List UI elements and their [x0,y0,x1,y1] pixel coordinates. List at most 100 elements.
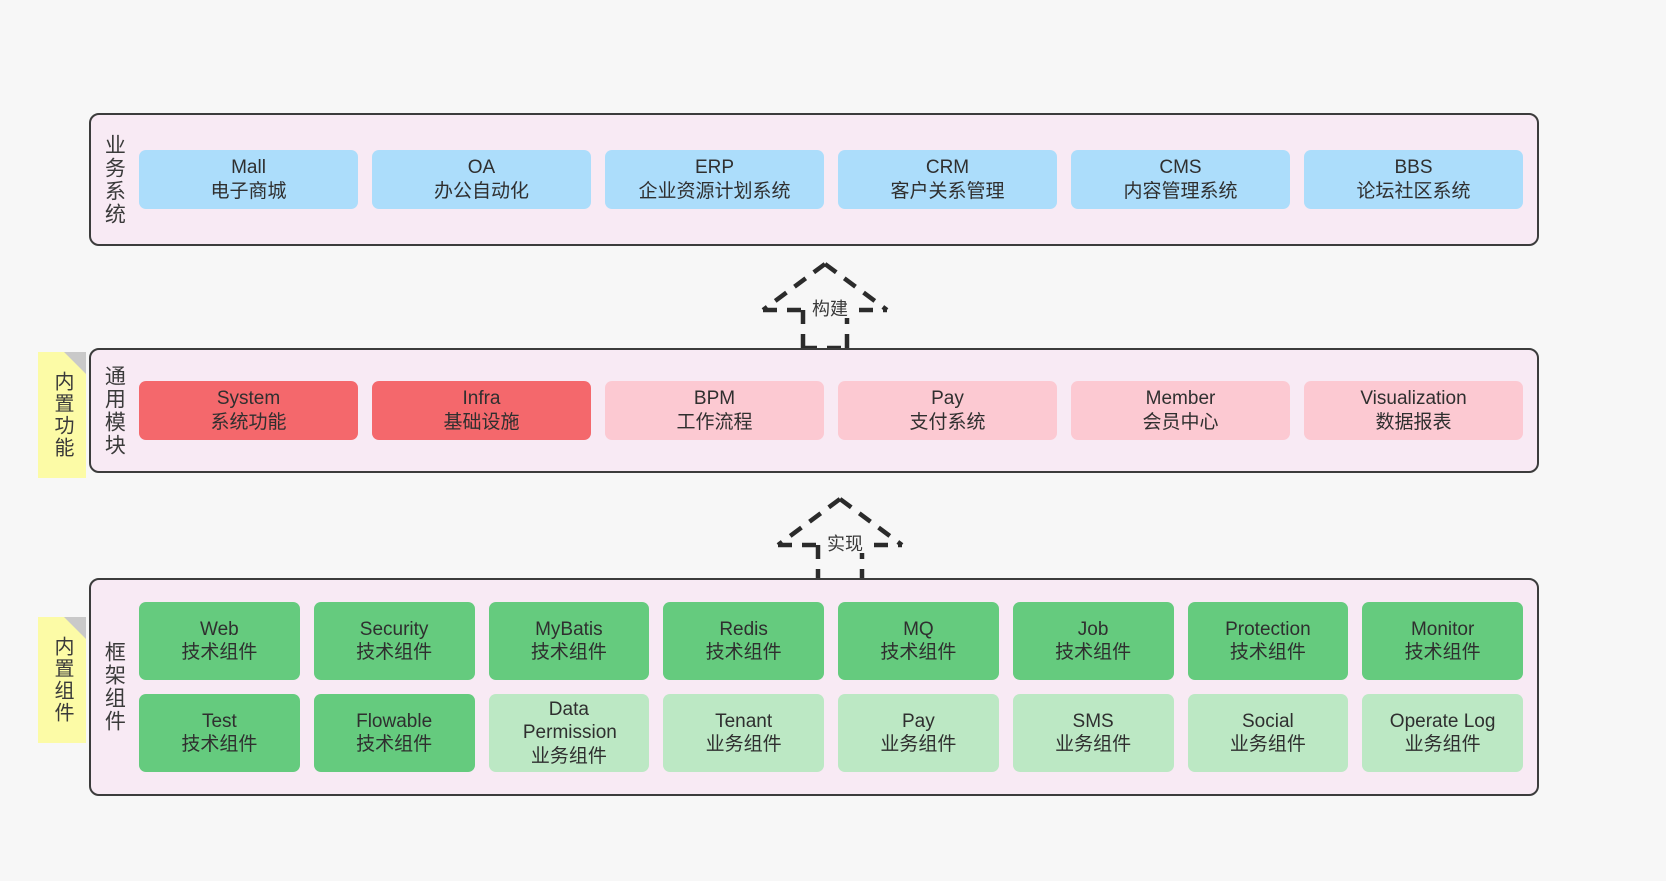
layer-title-common-module: 通用模块 [102,364,126,457]
connector-build: 构建 [755,252,905,352]
card-title: Redis [719,618,768,640]
card-title: Flowable [356,710,433,732]
layer-title-business-system: 业务系统 [102,133,126,226]
card-subtitle: 企业资源计划系统 [638,180,791,202]
layer-title-framework-component: 框架组件 [102,641,126,733]
card-title: System [216,388,281,410]
card-subtitle: 业务组件 [1404,734,1481,755]
card-title: ERP [694,157,735,179]
card-redis[interactable]: Redis 技术组件 [663,602,824,680]
card-subtitle: 技术组件 [1055,642,1132,663]
card-row: System 系统功能 Infra 基础设施 BPM 工作流程 Pay 支付系统… [139,381,1523,440]
card-infra[interactable]: Infra 基础设施 [372,381,591,440]
card-subtitle: 论坛社区系统 [1356,180,1471,202]
card-title: Pay [931,388,964,410]
card-title: Mall [231,157,266,179]
card-erp[interactable]: ERP 企业资源计划系统 [605,150,824,209]
card-subtitle: 业务组件 [705,734,782,755]
sticky-note-builtin-function: 内置功能 [38,352,86,478]
card-subtitle: 工作流程 [676,411,753,433]
card-subtitle: 支付系统 [909,411,986,433]
card-subtitle: 业务组件 [1229,734,1306,755]
card-bpm[interactable]: BPM 工作流程 [605,381,824,440]
card-subtitle: 技术组件 [880,642,957,663]
card-title: Visualization [1360,388,1467,410]
card-title: Job [1077,618,1109,640]
card-sms[interactable]: SMS 业务组件 [1012,694,1174,772]
card-member[interactable]: Member 会员中心 [1071,381,1290,440]
card-security[interactable]: Security 技术组件 [313,602,475,680]
card-title: MyBatis [535,618,603,640]
card-bbs[interactable]: BBS 论坛社区系统 [1304,150,1523,209]
card-subtitle: 电子商城 [210,180,287,202]
card-subtitle: 业务组件 [880,734,957,755]
layer-framework-component: 框架组件 Web 技术组件 Security 技术组件 MyBatis 技术组件… [89,578,1539,796]
card-subtitle: 系统功能 [210,411,287,433]
card-mq[interactable]: MQ 技术组件 [838,602,999,680]
card-subtitle: 技术组件 [1229,642,1306,663]
sticky-note-label: 内置功能 [51,371,73,459]
card-title: Monitor [1410,618,1475,640]
card-pay[interactable]: Pay 支付系统 [838,381,1057,440]
card-title: Operate Log [1389,710,1496,732]
card-title: Social [1242,710,1294,732]
card-subtitle: 业务组件 [530,745,607,767]
connector-implement: 实现 [770,487,920,587]
sticky-note-builtin-component: 内置组件 [38,617,86,743]
layer-body-framework-component: Web 技术组件 Security 技术组件 MyBatis 技术组件 Redi… [135,580,1537,794]
card-subtitle: 客户关系管理 [890,180,1005,202]
layer-body-business-system: Mall 电子商城 OA 办公自动化 ERP 企业资源计划系统 CRM 客户关系… [135,115,1537,244]
card-row: Test 技术组件 Flowable 技术组件 Data Permission … [139,694,1523,772]
card-subtitle: 技术组件 [705,642,782,663]
card-subtitle: 技术组件 [181,734,258,755]
card-subtitle: 会员中心 [1142,411,1219,433]
card-title: CRM [925,157,970,179]
card-subtitle: 技术组件 [181,642,258,663]
card-title: Protection [1225,618,1311,640]
card-pay-business[interactable]: Pay 业务组件 [838,694,999,772]
card-flowable[interactable]: Flowable 技术组件 [313,694,475,772]
card-row: Mall 电子商城 OA 办公自动化 ERP 企业资源计划系统 CRM 客户关系… [139,150,1523,209]
card-web[interactable]: Web 技术组件 [139,602,300,680]
connector-implement-label: 实现 [825,534,865,554]
card-title: BPM [693,388,736,410]
card-subtitle: 技术组件 [1404,642,1481,663]
sticky-fold-corner-icon [64,617,86,639]
layer-business-system: 业务系统 Mall 电子商城 OA 办公自动化 ERP 企业资源计划系统 CRM… [89,113,1539,246]
card-subtitle: 业务组件 [1055,734,1132,755]
card-mybatis[interactable]: MyBatis 技术组件 [488,602,650,680]
layer-common-module: 通用模块 System 系统功能 Infra 基础设施 BPM 工作流程 Pay… [89,348,1539,473]
card-title: SMS [1072,710,1114,732]
connector-build-label: 构建 [810,299,850,319]
sticky-note-label: 内置组件 [51,636,73,724]
card-monitor[interactable]: Monitor 技术组件 [1362,602,1523,680]
card-subtitle: 基础设施 [443,411,520,433]
card-mall[interactable]: Mall 电子商城 [139,150,358,209]
card-title: Data Permission [522,699,617,744]
card-visualization[interactable]: Visualization 数据报表 [1304,381,1523,440]
card-title: Security [359,618,429,640]
card-crm[interactable]: CRM 客户关系管理 [838,150,1057,209]
card-subtitle: 技术组件 [356,734,433,755]
card-subtitle: 办公自动化 [433,180,529,202]
layer-body-common-module: System 系统功能 Infra 基础设施 BPM 工作流程 Pay 支付系统… [135,350,1537,471]
card-data-permission[interactable]: Data Permission 业务组件 [488,694,650,772]
card-subtitle: 内容管理系统 [1123,180,1238,202]
card-test[interactable]: Test 技术组件 [139,694,300,772]
card-title: Tenant [715,710,773,732]
card-title: BBS [1394,157,1433,179]
card-row: Web 技术组件 Security 技术组件 MyBatis 技术组件 Redi… [139,602,1523,680]
card-operate-log[interactable]: Operate Log 业务组件 [1362,694,1523,772]
card-protection[interactable]: Protection 技术组件 [1187,602,1349,680]
card-oa[interactable]: OA 办公自动化 [372,150,591,209]
card-cms[interactable]: CMS 内容管理系统 [1071,150,1290,209]
card-tenant[interactable]: Tenant 业务组件 [663,694,824,772]
card-job[interactable]: Job 技术组件 [1012,602,1174,680]
card-title: Test [201,710,237,732]
card-social[interactable]: Social 业务组件 [1187,694,1349,772]
card-title: Web [200,618,239,640]
card-system[interactable]: System 系统功能 [139,381,358,440]
card-title: CMS [1159,157,1202,179]
card-subtitle: 数据报表 [1375,411,1452,433]
card-title: OA [467,157,496,179]
